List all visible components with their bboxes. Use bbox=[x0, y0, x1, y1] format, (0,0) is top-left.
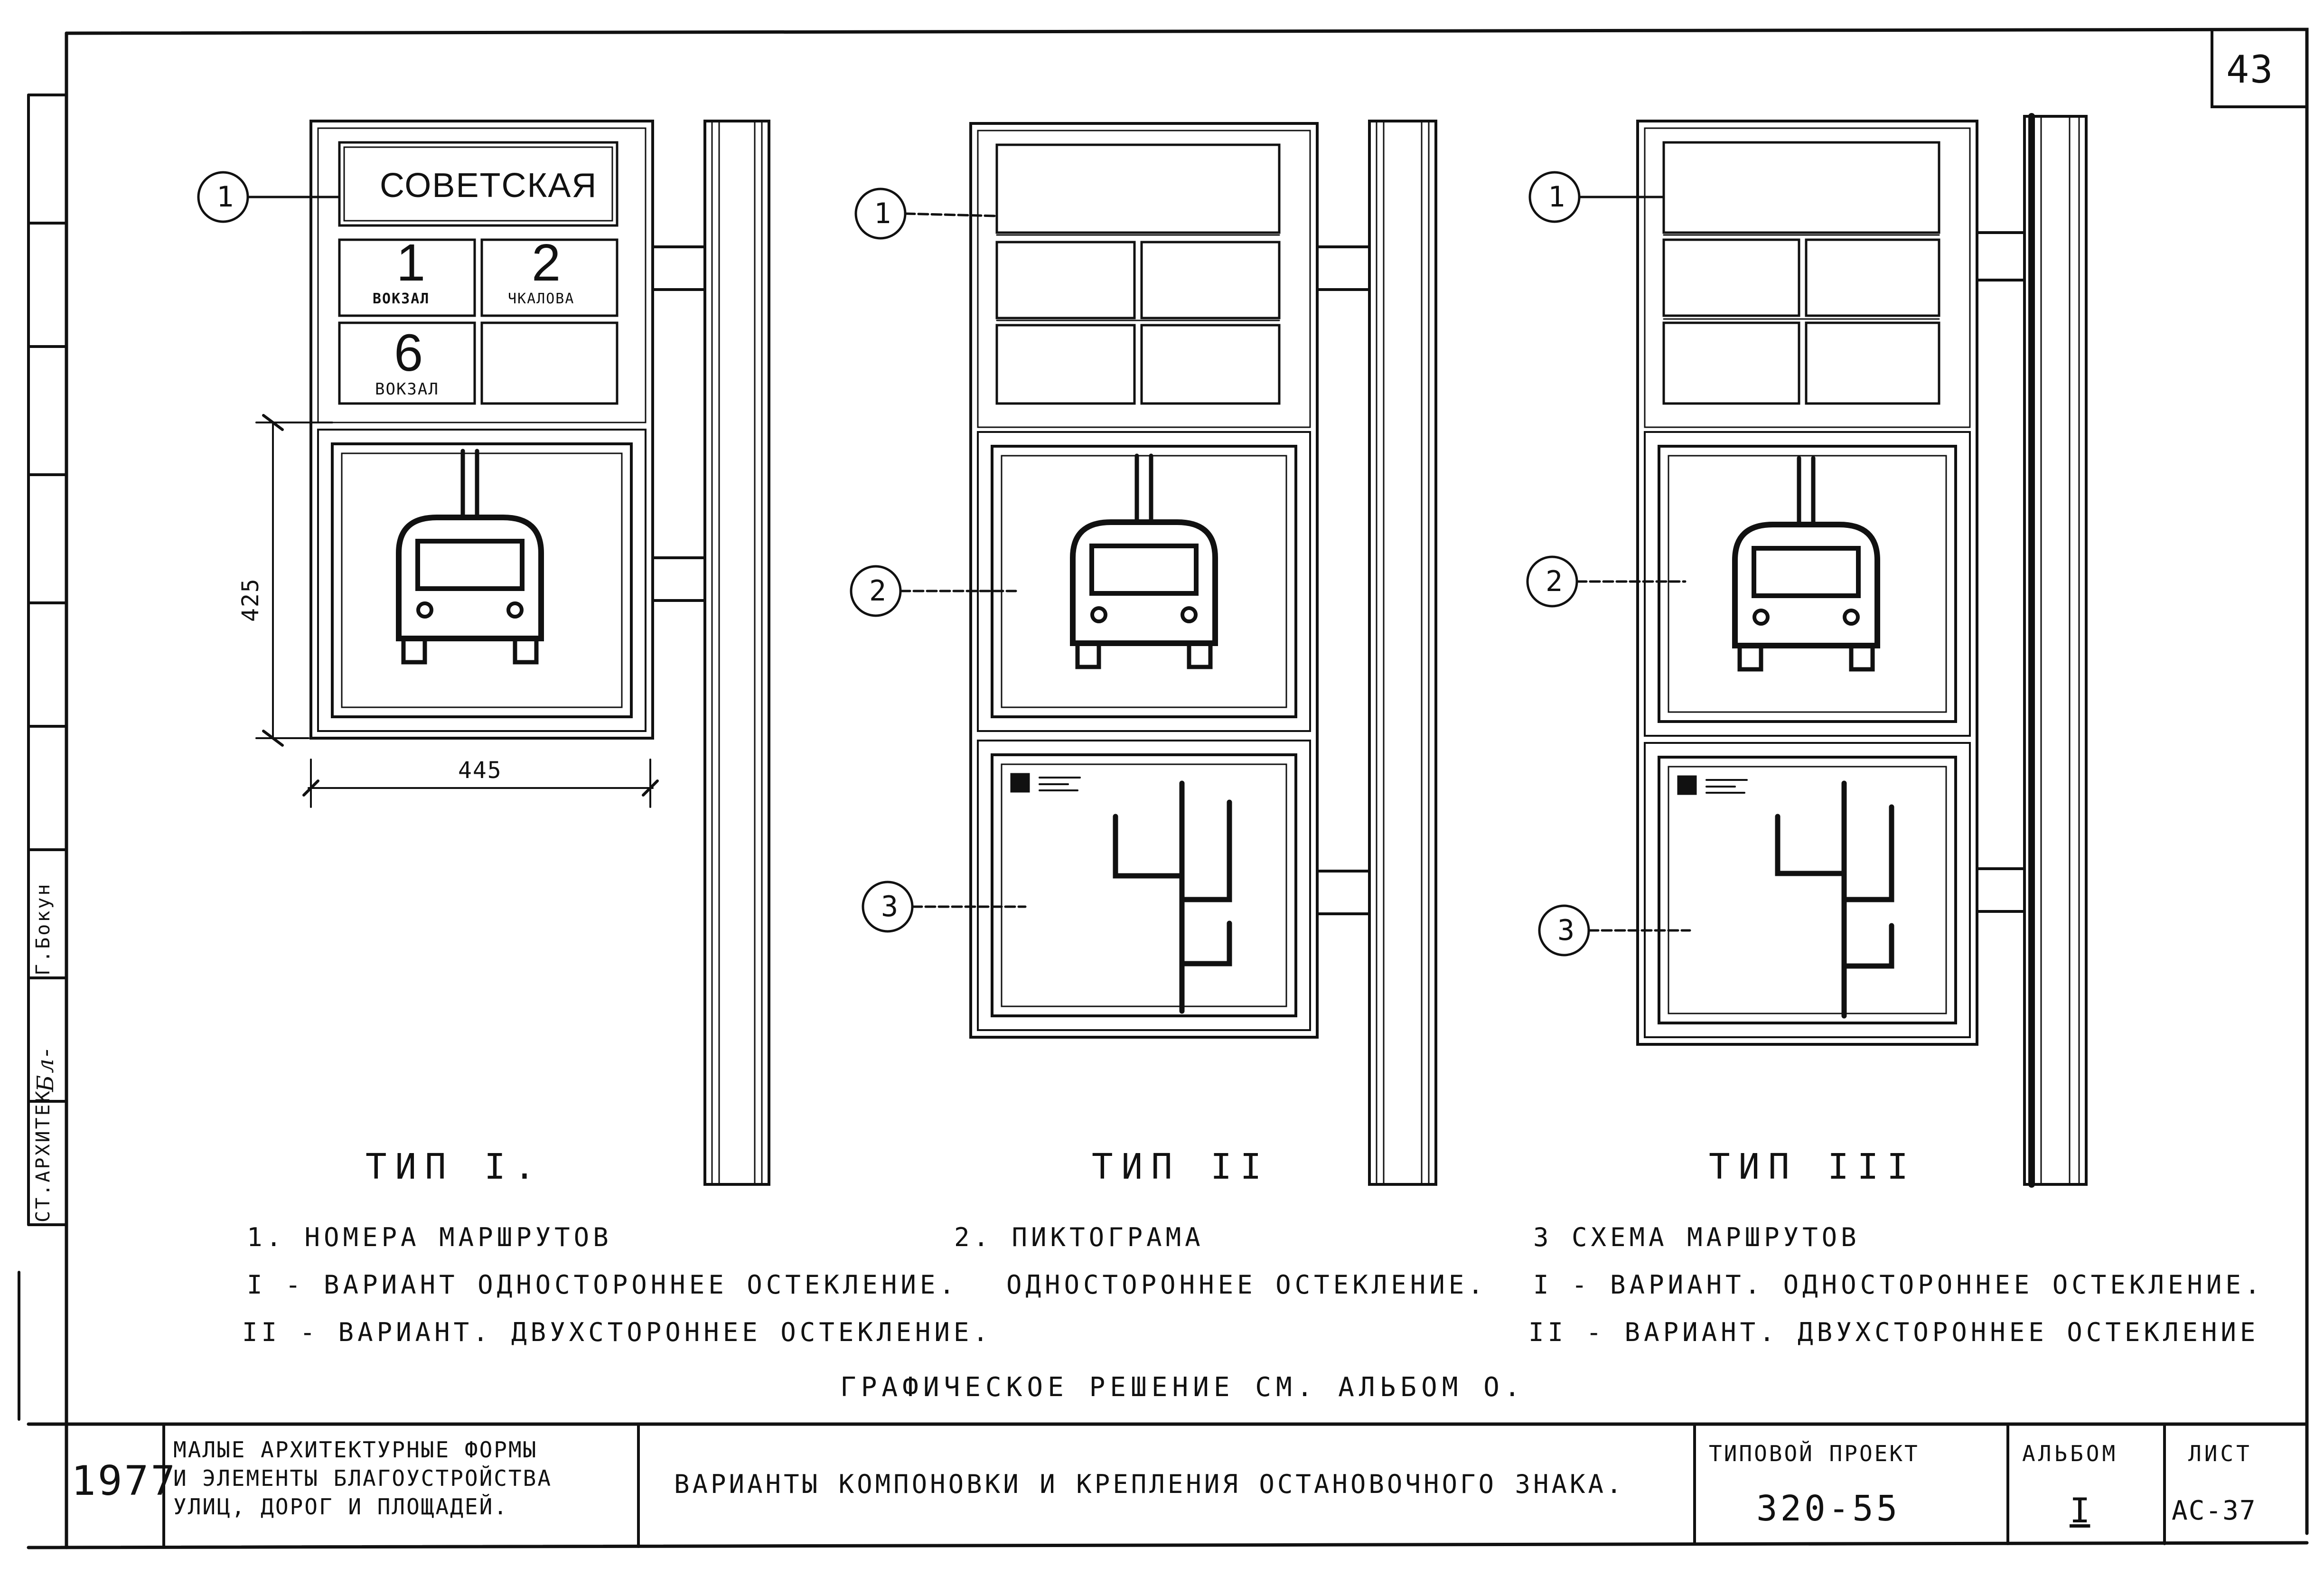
callout-2-panel2: 2 bbox=[869, 574, 887, 608]
pictogram-panel-1 bbox=[331, 442, 633, 718]
route-cell-2 bbox=[480, 238, 618, 317]
name-panel-3 bbox=[1662, 141, 1940, 234]
route-scheme-panel-3 bbox=[1658, 756, 1957, 1024]
legend-1-variant-1: I - ВАРИАНТ ОДНОСТОРОННЕЕ ОСТЕКЛЕНИЕ. bbox=[247, 1270, 958, 1300]
panel-type-3 bbox=[1636, 113, 2088, 1188]
route-1-stop: ВОКЗАЛ bbox=[373, 291, 430, 307]
bus-pictogram-2 bbox=[1070, 453, 1218, 669]
route-scheme-panel-2 bbox=[991, 753, 1297, 1017]
title-block-project-label: ТИПОВОЙ ПРОЕКТ bbox=[1709, 1441, 1920, 1466]
callout-1-panel3: 1 bbox=[1548, 180, 1565, 214]
route-scheme-diagram-2 bbox=[1010, 773, 1232, 1014]
callout-1-panel2: 1 bbox=[874, 197, 891, 230]
panel-type-1 bbox=[309, 120, 770, 1186]
title-block-title: ВАРИАНТЫ КОМПОНОВКИ И КРЕПЛЕНИЯ ОСТАНОВО… bbox=[674, 1469, 1625, 1499]
title-block-album-number: I bbox=[2070, 1491, 2090, 1530]
legend-3-variant-1: I - ВАРИАНТ. ОДНОСТОРОННЕЕ ОСТЕКЛЕНИЕ. bbox=[1533, 1270, 2264, 1300]
route-scheme-diagram-3 bbox=[1677, 775, 1894, 1019]
graphic-solution-note: ГРАФИЧЕСКОЕ РЕШЕНИЕ СМ. АЛЬБОМ О. bbox=[840, 1372, 1525, 1403]
panel-type-2 bbox=[969, 120, 1437, 1186]
sheet-number: 43 bbox=[2226, 47, 2274, 92]
dimension-height: 425 bbox=[237, 578, 264, 622]
side-stamp-signature: Бл- bbox=[32, 1047, 59, 1092]
route-cell-4 bbox=[480, 321, 618, 405]
bracket-3 bbox=[1976, 231, 2026, 913]
side-stamp-strip bbox=[18, 94, 68, 1421]
type-label-1: ТИП I. bbox=[365, 1146, 544, 1187]
title-block-series-line-3: УЛИЦ, ДОРОГ И ПЛОЩАДЕЙ. bbox=[173, 1494, 508, 1520]
dimension-lines bbox=[255, 414, 659, 808]
type-label-2: ТИП II bbox=[1092, 1146, 1270, 1187]
route-cell-3 bbox=[338, 321, 476, 405]
sign-housing-2 bbox=[969, 122, 1319, 1039]
legend-1-variant-2: II - ВАРИАНТ. ДВУХСТОРОННЕЕ ОСТЕКЛЕНИЕ. bbox=[242, 1317, 992, 1347]
side-stamp-name: Г.Бокун bbox=[32, 882, 54, 976]
title-block-project-number: 320-55 bbox=[1756, 1488, 1901, 1529]
title-block-series-line-2: И ЭЛЕМЕНТЫ БЛАГОУСТРОЙСТВА bbox=[173, 1465, 553, 1491]
title-block-series-line-1: МАЛЫЕ АРХИТЕКТУРНЫЕ ФОРМЫ bbox=[173, 1437, 538, 1463]
legend-3-heading: 3 СХЕМА МАРШРУТОВ bbox=[1533, 1222, 1860, 1252]
side-stamp-role: СТ.АРХИТЕК bbox=[32, 1089, 54, 1222]
route-6-stop: ВОКЗАЛ bbox=[375, 380, 439, 399]
sheet-frame bbox=[27, 28, 2309, 1549]
callout-leaders bbox=[197, 171, 1691, 957]
route-cell-1 bbox=[338, 238, 476, 317]
legend-2-heading: 2. ПИКТОГРАМА bbox=[954, 1222, 1204, 1252]
route-6-number: 6 bbox=[394, 324, 423, 382]
callout-3-panel2: 3 bbox=[881, 890, 899, 923]
sheet-number-box bbox=[2211, 28, 2308, 108]
title-block-grid bbox=[162, 1423, 2166, 1549]
post-1 bbox=[703, 120, 770, 1186]
dimension-width: 445 bbox=[458, 757, 502, 784]
route-2-stop: ЧКАЛОВА bbox=[508, 291, 575, 307]
bracket-1 bbox=[651, 245, 706, 602]
pictogram-panel-2 bbox=[991, 445, 1297, 718]
legend-1-heading: 1. НОМЕРА МАРШРУТОВ bbox=[247, 1222, 612, 1252]
name-panel-2 bbox=[995, 143, 1281, 234]
title-block-sheet-label: ЛИСТ bbox=[2188, 1441, 2252, 1466]
legend-2-variant: ОДНОСТОРОННЕЕ ОСТЕКЛЕНИЕ. bbox=[1006, 1270, 1487, 1300]
pictogram-panel-3 bbox=[1658, 445, 1957, 723]
title-block-album-label: АЛЬБОМ bbox=[2022, 1441, 2118, 1466]
sign-housing-1 bbox=[309, 120, 654, 740]
legend-3-variant-2: II - ВАРИАНТ. ДВУХСТОРОННЕЕ ОСТЕКЛЕНИЕ bbox=[1528, 1317, 2259, 1347]
callout-3-panel3: 3 bbox=[1557, 914, 1575, 947]
street-name-text: СОВЕТСКАЯ bbox=[380, 167, 598, 205]
post-2 bbox=[1368, 120, 1437, 1186]
bus-pictogram-3 bbox=[1732, 456, 1880, 672]
post-3 bbox=[2023, 113, 2088, 1188]
bracket-2 bbox=[1316, 245, 1371, 915]
title-block-year: 1977 bbox=[71, 1457, 178, 1505]
bus-pictogram-1 bbox=[396, 449, 544, 665]
type-label-3: ТИП III bbox=[1709, 1146, 1917, 1187]
callout-1-panel1: 1 bbox=[216, 180, 234, 214]
route-1-number: 1 bbox=[396, 234, 426, 292]
callout-2-panel3: 2 bbox=[1546, 565, 1563, 598]
title-block-sheet-code: АС-37 bbox=[2172, 1495, 2257, 1526]
street-name-panel bbox=[338, 141, 618, 227]
route-2-number: 2 bbox=[532, 234, 561, 292]
